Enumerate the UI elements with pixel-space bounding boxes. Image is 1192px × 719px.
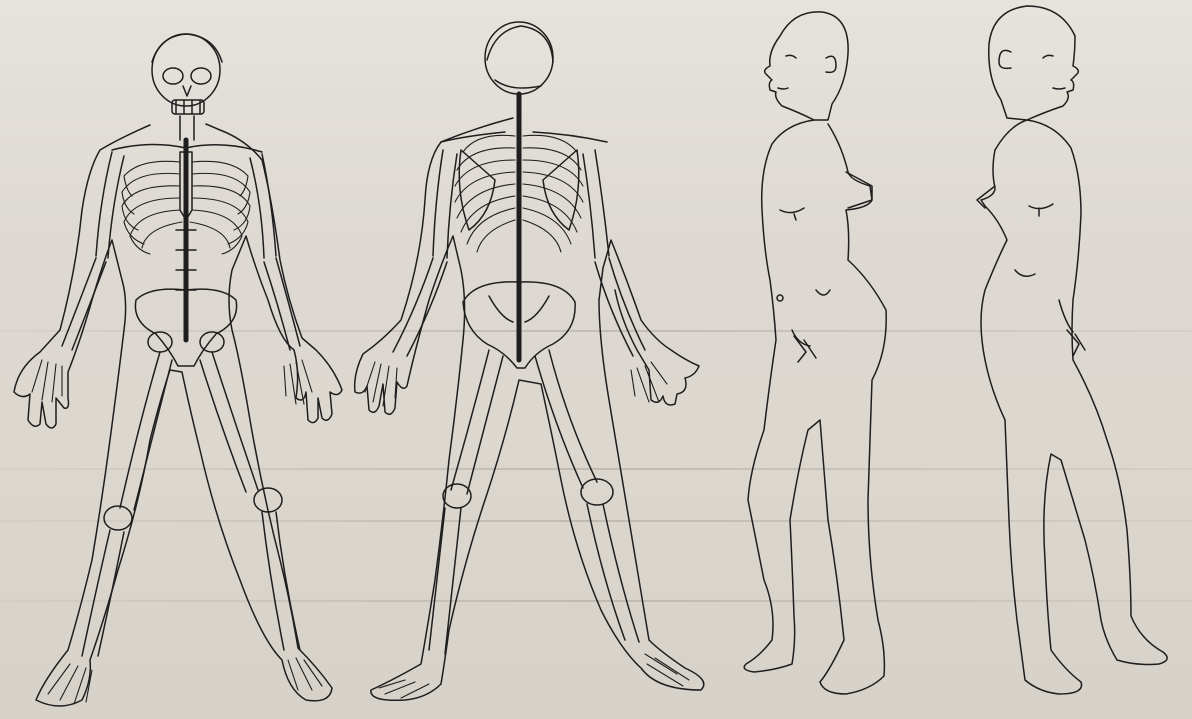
body-outline-right-profile	[955, 0, 1192, 719]
right-profile-head	[989, 6, 1079, 120]
skeleton-back-view	[345, 0, 725, 719]
body-outline-left-profile	[720, 0, 960, 719]
skeleton-front-view	[0, 0, 360, 719]
left-profile-body	[744, 120, 886, 694]
right-profile-body	[981, 120, 1167, 694]
back-body-outline	[355, 118, 704, 700]
